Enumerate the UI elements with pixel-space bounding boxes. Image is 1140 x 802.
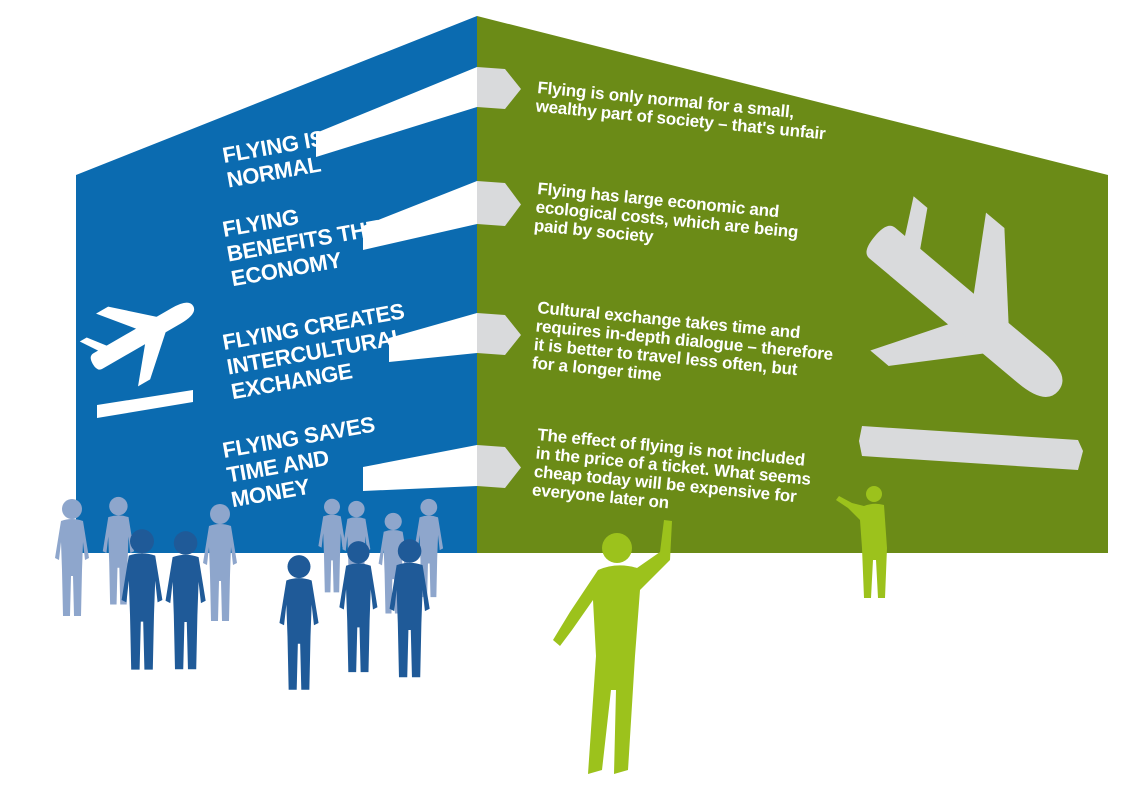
arrow-shaft-4 bbox=[363, 445, 477, 491]
arrow-shaft-1 bbox=[316, 67, 477, 157]
crowd-person bbox=[339, 541, 378, 673]
connector-arrows bbox=[316, 67, 521, 491]
crowd-person bbox=[279, 555, 319, 690]
blue-wall bbox=[76, 16, 477, 553]
plane-takeoff-icon bbox=[79, 302, 195, 418]
green-pointing-person-large bbox=[553, 520, 672, 774]
arrow-shaft-3 bbox=[389, 313, 477, 362]
green-pointing-person-small bbox=[836, 486, 887, 598]
arrow-head-4 bbox=[477, 445, 521, 488]
claim-3: FLYING CREATESINTERCULTURALEXCHANGE bbox=[221, 298, 415, 404]
plane-landing-icon bbox=[859, 196, 1083, 470]
arrow-head-3 bbox=[477, 313, 521, 355]
green-wall bbox=[477, 16, 1108, 553]
arrow-head-2 bbox=[477, 181, 521, 226]
arrow-head-1 bbox=[477, 67, 521, 109]
arrow-shaft-2 bbox=[363, 181, 477, 250]
